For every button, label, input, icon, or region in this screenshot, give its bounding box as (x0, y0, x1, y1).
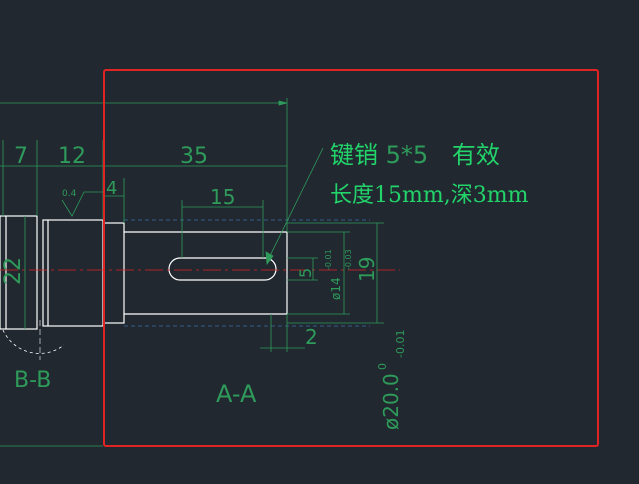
shaft-segment-left (0, 215, 38, 330)
dimension-texts: 7 12 35 0.4 4 15 22 5 2 19 ø14 -0.01 -0.… (1, 144, 407, 430)
dim-12: 12 (58, 144, 86, 169)
dim-5: 5 (296, 268, 315, 278)
dim-dia14-tol-upper: -0.01 (324, 249, 333, 270)
annotation-key-pin: 键销 (330, 141, 378, 169)
dim-35: 35 (180, 144, 208, 169)
dim-2: 2 (305, 325, 318, 349)
dim-dia14-tol-lower: -0.03 (344, 249, 353, 270)
highlight-selection-box (103, 69, 599, 447)
roughness-value: 0.4 (62, 189, 77, 199)
dim-dia20-tol-lower: -0.01 (394, 330, 407, 358)
annotation-valid: 有效 (452, 141, 500, 169)
dim-7: 7 (14, 144, 28, 169)
shaft-end (124, 231, 288, 315)
annotation-line1: 键销 5*5 有效 (330, 141, 500, 169)
dim-15: 15 (210, 185, 235, 209)
shaft-outline (0, 215, 288, 330)
section-bb-view (2, 320, 65, 360)
section-label-aa: A-A (216, 380, 257, 408)
dim-dia20: ø20.0 (379, 373, 403, 430)
shaft-collar (103, 222, 125, 324)
dim-4: 4 (106, 178, 117, 199)
keyway-slot (168, 257, 277, 281)
dim-19: 19 (355, 257, 379, 282)
annotation-size: 5*5 (386, 141, 429, 169)
annotation-line2: 长度15mm,深3mm (330, 183, 529, 208)
section-label-bb: B-B (14, 368, 51, 393)
dim-dia14: ø14 (329, 277, 343, 300)
dim-22: 22 (1, 257, 26, 285)
keyway-annotation: 键销 5*5 有效 长度15mm,深3mm (330, 141, 529, 208)
section-bb-circle (2, 329, 65, 354)
hidden-lines (124, 219, 370, 327)
shaft-segment-middle (42, 219, 104, 327)
dim-dia20-tol-upper: 0 (376, 363, 389, 370)
